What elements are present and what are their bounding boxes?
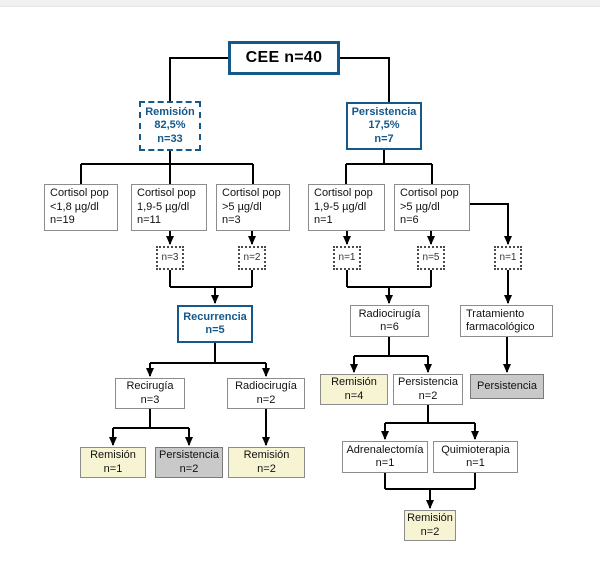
node-radiocirugia-n2: Radiocirugía n=2 [227,378,305,409]
node-remision-n4: Remisión n=4 [320,374,388,405]
node-radiocirugia-n6: Radiocirugía n=6 [350,305,429,337]
node-remision-n2-left: Remisión n=2 [228,447,305,478]
node-adrenalectomia: Adrenalectomía n=1 [342,441,428,473]
node-quimioterapia: Quimioterapia n=1 [433,441,518,473]
node-persistencia-n2-gray: Persistencia n=2 [155,447,223,478]
page-top-edge [0,0,600,7]
node-count-n1-right: n=1 [494,246,522,270]
node-remision-group: Remisión 82,5% n=33 [139,101,201,151]
node-persistencia-final: Persistencia [470,374,544,399]
node-persistencia-n2-white: Persistencia n=2 [393,374,463,405]
node-count-n5: n=5 [417,246,445,270]
node-remision-n1: Remisión n=1 [80,447,146,478]
node-count-n2: n=2 [238,246,266,270]
node-recurrencia: Recurrencia n=5 [177,305,253,343]
node-count-n3: n=3 [156,246,184,270]
node-cortisol-lt18: Cortisol pop <1,8 µg/dl n=19 [44,184,118,231]
node-cortisol-19-5-left: Cortisol pop 1,9-5 µg/dl n=11 [131,184,207,231]
node-cortisol-gt5-left: Cortisol pop >5 µg/dl n=3 [216,184,290,231]
node-cortisol-gt5-right: Cortisol pop >5 µg/dl n=6 [394,184,470,231]
node-persistencia-group: Persistencia 17,5% n=7 [346,102,422,150]
node-cee-root: CEE n=40 [228,41,340,75]
node-recirugia: Recirugía n=3 [115,378,185,409]
node-cortisol-19-5-right: Cortisol pop 1,9-5 µg/dl n=1 [308,184,385,231]
node-remision-n2-bottom: Remisión n=2 [404,510,456,541]
node-tratamiento-farmacologico: Tratamiento farmacológico [460,305,553,337]
node-count-n1-left: n=1 [333,246,361,270]
